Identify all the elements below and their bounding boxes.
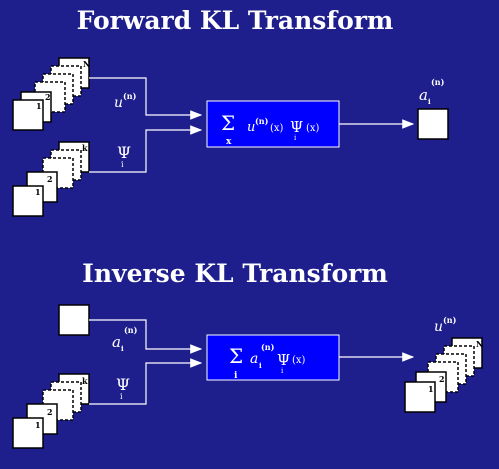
superscript: (n): [123, 91, 137, 101]
formula-x2: (x): [306, 123, 320, 134]
stack-label-1: 1: [35, 187, 41, 197]
formula-psi: Ψ: [290, 118, 303, 136]
forward-title: Forward KL Transform: [76, 6, 394, 35]
stack-label-2: 2: [47, 174, 53, 184]
formula-psi-sub: i: [294, 134, 297, 142]
formula-a-sub: i: [259, 361, 262, 370]
superscript: (n): [443, 315, 457, 325]
stack-label-1: 1: [428, 384, 434, 394]
sum-icon: Σ: [229, 344, 243, 368]
inverse-output-stack: N 2 1: [404, 337, 483, 413]
box: [206, 334, 340, 381]
superscript: (n): [124, 325, 138, 335]
formula-x: (x): [292, 355, 306, 366]
formula-u: u: [247, 120, 255, 135]
stack-label-last: k: [82, 143, 88, 153]
inverse-input-psi-label: Ψ i: [116, 375, 130, 401]
stack-label-last: k: [82, 376, 88, 386]
symbol: Ψ: [116, 375, 130, 394]
inverse-input-square: [58, 304, 90, 336]
formula-a-sup: (n): [261, 342, 275, 352]
forward-sum-box: Σ x u (n) (x) Ψ i (x): [206, 100, 340, 148]
symbol: a: [112, 333, 121, 351]
forward-input-u-arrow: [89, 77, 203, 120]
sum-icon: Σ: [221, 111, 235, 135]
subscript: i: [121, 160, 124, 169]
stack-label-last: N: [83, 59, 90, 69]
stack-label-1: 1: [36, 101, 42, 111]
sum-subscript: i: [234, 371, 238, 381]
formula-sup: (n): [255, 116, 269, 126]
formula-psi-sub: i: [281, 367, 284, 375]
subscript: i: [121, 344, 124, 353]
inverse-input-a-label: a i (n): [112, 325, 138, 353]
forward-input-psi-label: Ψ i: [117, 143, 131, 169]
forward-input-u-label: u (n): [114, 91, 137, 111]
inverse-input-psi-arrow: [89, 358, 203, 405]
inverse-sum-box: Σ i a i (n) Ψ i (x): [206, 334, 340, 381]
symbol: u: [114, 95, 123, 111]
stack-label-2: 2: [45, 92, 51, 102]
formula-x1: (x): [270, 123, 284, 134]
symbol: u: [434, 319, 443, 335]
stack-card: [404, 381, 436, 413]
forward-input-psi-arrow: [89, 125, 203, 173]
forward-image-stack-psi: k 2 1: [12, 141, 90, 217]
formula-psi: Ψ: [277, 351, 290, 369]
inverse-input-a-arrow: [89, 319, 203, 354]
subscript: i: [120, 392, 123, 401]
stack-label-last: N: [476, 339, 483, 349]
stack-card: [12, 185, 44, 217]
stack-label-2: 2: [439, 374, 445, 384]
box: [206, 100, 340, 148]
stack-label-1: 1: [35, 420, 41, 430]
inverse-image-stack-psi: k 2 1: [12, 373, 90, 449]
inverse-title: Inverse KL Transform: [82, 259, 388, 288]
stack-card: [12, 417, 44, 449]
sum-subscript: x: [226, 137, 232, 147]
stack-label-2: 2: [47, 407, 53, 417]
stack-card: [12, 99, 44, 131]
symbol: a: [419, 86, 428, 104]
subscript: i: [428, 97, 431, 106]
inverse-output-label: u (n): [434, 315, 457, 335]
forward-output-square: [417, 108, 449, 140]
symbol: Ψ: [117, 143, 131, 162]
superscript: (n): [431, 77, 445, 87]
formula-a: a: [250, 351, 258, 367]
forward-output-label: a i (n): [419, 77, 445, 106]
forward-image-stack-u: N 2 1: [12, 57, 90, 131]
